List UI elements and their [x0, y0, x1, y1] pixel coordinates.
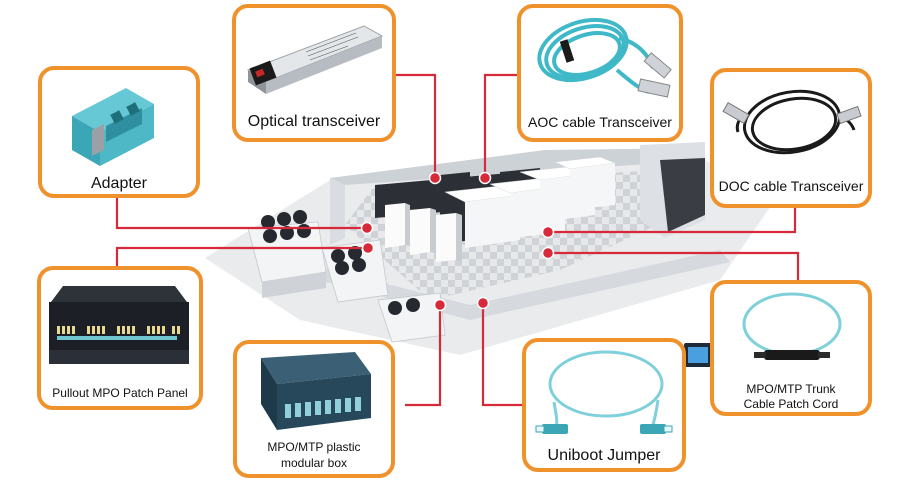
doc-cable-card[interactable]: DOC cable Transceiver	[710, 68, 872, 208]
pullout-patch-panel-label: Pullout MPO Patch Panel	[52, 386, 188, 400]
modular-box-label-line1: MPO/MTP plastic	[267, 440, 361, 454]
optical-transceiver-label: Optical transceiver	[247, 113, 381, 130]
adapter-label: Adapter	[90, 175, 148, 192]
patch-panel-icon	[49, 286, 189, 364]
modular-box-card[interactable]: MPO/MTP plastic modular box	[233, 340, 395, 478]
connector-lines	[115, 73, 800, 407]
uniboot-jumper-label: Uniboot Jumper	[547, 447, 661, 464]
white-racks	[385, 156, 616, 262]
dac-cable-icon	[722, 89, 862, 155]
trunk-cable-icon	[742, 292, 842, 360]
uniboot-jumper-card[interactable]: Uniboot Jumper	[522, 338, 686, 472]
uniboot-jumper-icon	[535, 350, 673, 434]
doc-cable-label: DOC cable Transceiver	[718, 178, 864, 194]
aoc-cable-icon	[537, 17, 672, 98]
cooling-units	[247, 210, 446, 343]
aoc-cable-card[interactable]: AOC cable Transceiver	[517, 4, 683, 142]
trunk-cable-label-line2: Cable Patch Cord	[743, 397, 839, 411]
connector-dots	[360, 171, 555, 312]
modular-box-icon	[261, 352, 371, 430]
aoc-cable-label: AOC cable Transceiver	[528, 114, 672, 130]
adapter-card[interactable]: Adapter	[38, 66, 200, 198]
pullout-patch-panel-card[interactable]: Pullout MPO Patch Panel	[37, 266, 203, 410]
trunk-cable-label-line1: MPO/MTP Trunk	[746, 382, 836, 396]
trunk-cable-card[interactable]: MPO/MTP Trunk Cable Patch Cord	[710, 280, 872, 416]
sfp-module-icon	[246, 25, 384, 94]
optical-transceiver-card[interactable]: Optical transceiver	[232, 4, 396, 142]
fiber-adapter-icon	[72, 88, 154, 166]
modular-box-label-line2: modular box	[280, 456, 348, 470]
